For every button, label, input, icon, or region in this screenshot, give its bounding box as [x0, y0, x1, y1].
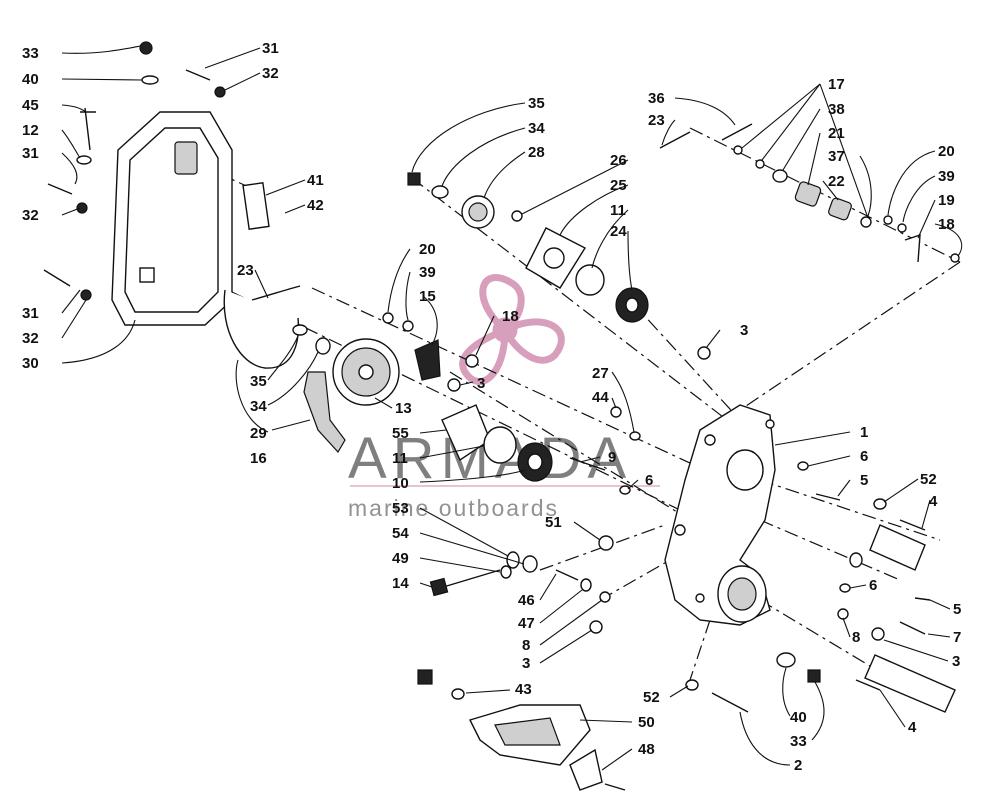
callout-7: 7: [953, 629, 961, 646]
watermark-tagline: marine outboards: [348, 495, 559, 521]
callout-31: 31: [262, 40, 279, 57]
callout-8: 8: [852, 629, 860, 646]
callout-48: 48: [638, 741, 655, 758]
plate: [242, 182, 270, 230]
callout-43: 43: [515, 681, 532, 698]
callout-labels: 33 40 45 12 31 32 31 32 31 32 30 41 42 2…: [22, 40, 961, 774]
callout-18: 18: [938, 216, 955, 233]
callout-22: 22: [828, 173, 845, 190]
leader-lines: [61, 45, 963, 771]
callout-4: 4: [929, 493, 938, 510]
callout-9: 9: [608, 449, 616, 466]
callout-52: 52: [920, 471, 937, 488]
callout-53: 53: [392, 500, 409, 517]
callout-23: 23: [648, 112, 665, 129]
callout-3: 3: [740, 322, 748, 339]
callout-47: 47: [518, 615, 535, 632]
callout-11: 11: [392, 450, 408, 467]
watermark: ARMADA marine outboards: [348, 274, 660, 521]
callout-42: 42: [307, 197, 324, 214]
callout-32: 32: [22, 330, 39, 347]
callout-27: 27: [592, 365, 609, 382]
callout-12: 12: [22, 122, 39, 139]
callout-13: 13: [395, 400, 412, 417]
callout-23: 23: [237, 262, 254, 279]
callout-19: 19: [938, 192, 955, 209]
callout-3: 3: [522, 655, 530, 672]
callout-15: 15: [419, 288, 436, 305]
callout-31: 31: [22, 145, 39, 162]
callout-50: 50: [638, 714, 655, 731]
callout-26: 26: [610, 152, 627, 169]
callout-44: 44: [592, 389, 609, 406]
callout-35: 35: [528, 95, 545, 112]
callout-25: 25: [610, 177, 627, 194]
callout-1: 1: [860, 424, 868, 441]
callout-24: 24: [610, 223, 627, 240]
callout-6: 6: [860, 448, 868, 465]
callout-35: 35: [250, 373, 267, 390]
callout-31: 31: [22, 305, 39, 322]
parts: [43, 41, 960, 791]
callout-5: 5: [860, 472, 868, 489]
callout-20: 20: [938, 143, 955, 160]
callout-30: 30: [22, 355, 39, 372]
callout-4: 4: [908, 719, 917, 736]
callout-3: 3: [477, 375, 485, 392]
callout-21: 21: [828, 125, 845, 142]
callout-39: 39: [419, 264, 436, 281]
callout-20: 20: [419, 241, 436, 258]
callout-33: 33: [22, 45, 39, 62]
callout-18: 18: [502, 308, 519, 325]
callout-2: 2: [794, 757, 802, 774]
callout-10: 10: [392, 475, 409, 492]
callout-49: 49: [392, 550, 409, 567]
callout-46: 46: [518, 592, 535, 609]
propeller-logo-icon: [459, 274, 565, 386]
callout-3: 3: [952, 653, 960, 670]
callout-16: 16: [250, 450, 267, 467]
callout-11: 11: [610, 202, 626, 219]
callout-51: 51: [545, 514, 562, 531]
callout-55: 55: [392, 425, 409, 442]
callout-28: 28: [528, 144, 545, 161]
callout-38: 38: [828, 101, 845, 118]
callout-14: 14: [392, 575, 409, 592]
callout-29: 29: [250, 425, 267, 442]
callout-33: 33: [790, 733, 807, 750]
callout-54: 54: [392, 525, 409, 542]
callout-32: 32: [22, 207, 39, 224]
callout-34: 34: [528, 120, 545, 137]
callout-41: 41: [307, 172, 324, 189]
callout-36: 36: [648, 90, 665, 107]
callout-6: 6: [869, 577, 877, 594]
callout-37: 37: [828, 148, 845, 165]
callout-17: 17: [828, 76, 845, 93]
callout-52: 52: [643, 689, 660, 706]
callout-40: 40: [22, 71, 39, 88]
callout-40: 40: [790, 709, 807, 726]
callout-45: 45: [22, 97, 39, 114]
callout-5: 5: [953, 601, 961, 618]
callout-39: 39: [938, 168, 955, 185]
callout-32: 32: [262, 65, 279, 82]
callout-34: 34: [250, 398, 267, 415]
callout-6: 6: [645, 472, 653, 489]
callout-8: 8: [522, 637, 530, 654]
